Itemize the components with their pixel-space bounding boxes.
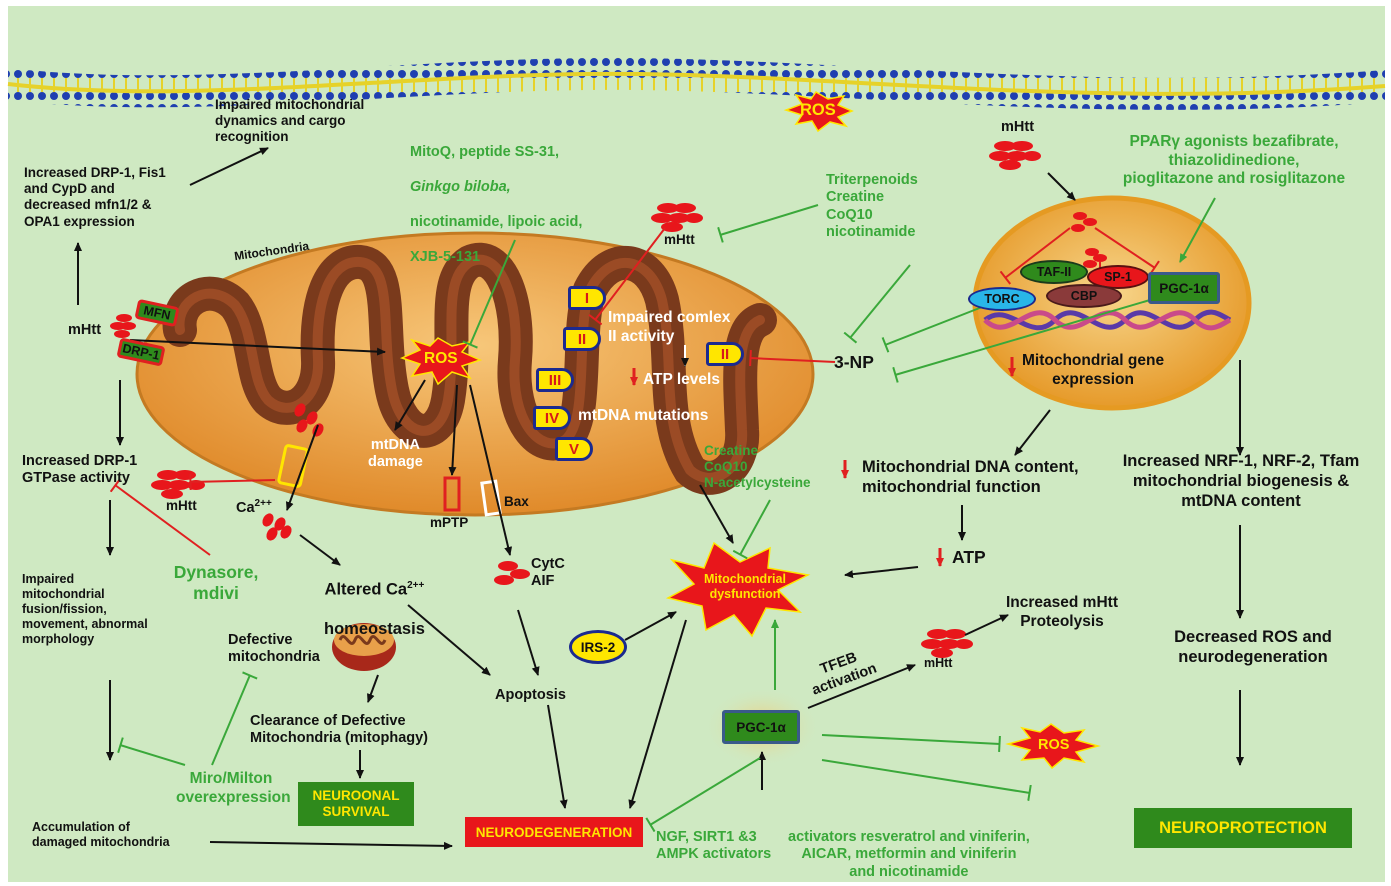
torc-badge: TORC [968, 287, 1036, 311]
mtdna-content-label: Mitochondrial DNA content, mitochondrial… [862, 458, 1079, 498]
pgc1a-bottom-box: PGC-1α [722, 710, 800, 744]
mitoq-line4: XJB-5-131 [410, 249, 582, 266]
mhtt-top-label: mHtt [664, 232, 695, 248]
mhtt-right-label: mHtt [1001, 119, 1034, 136]
irs2-badge: IRS-2 [569, 630, 627, 664]
activators-label: activators resveratrol and viniferin, AI… [788, 829, 1030, 881]
complex-iii: III [536, 368, 574, 392]
increased-nrf-label: Increased NRF-1, NRF-2, Tfam mitochondri… [1106, 452, 1376, 511]
increased-proteolysis-label: Increased mHtt Proteolysis [1006, 594, 1118, 631]
ca-superscript: 2++ [255, 498, 272, 509]
neuroprotection-box: NEUROPROTECTION [1134, 808, 1352, 848]
complex-iv: IV [533, 406, 571, 430]
increased-drp1-fis1-label: Increased DRP-1, Fis1 and CypD and decre… [24, 165, 166, 230]
mitoq-line3: nicotinamide, lipoic acid, [410, 214, 582, 231]
cbp-badge: CBP [1046, 284, 1122, 308]
defective-mito-label: Defective mitochondria [228, 632, 320, 667]
increased-gtpase-label: Increased DRP-1 GTPase activity [22, 453, 137, 488]
mito-dysfunction-label: Mitochondrial dysfunction [692, 572, 798, 602]
ppar-label: PPARγ agonists bezafibrate, thiazolidine… [1099, 133, 1369, 189]
apoptosis-label: Apoptosis [495, 687, 566, 704]
ca-text: Ca [236, 500, 255, 516]
altered-ca-text: Altered Ca [325, 580, 408, 598]
altered-ca-label: Altered Ca2++ homeostasis [324, 560, 425, 640]
mitoq-label: MitoQ, peptide SS-31, Ginkgo biloba, nic… [410, 127, 582, 284]
mitoq-line2: Ginkgo biloba, [410, 179, 582, 196]
impaired-complex-label: Impaired comlex II activity [608, 309, 730, 346]
creatine-nac-label: Creatine CoQ10 N-acetylcysteine [704, 443, 811, 492]
neurodegeneration-box: NEURODEGENERATION [465, 817, 643, 847]
mtdna-mutations-label: mtDNA mutations [578, 407, 708, 426]
decreased-ros-label: Decreased ROS and neurodegeneration [1158, 628, 1348, 668]
ngf-label: NGF, SIRT1 &3 AMPK activators [656, 829, 771, 864]
clearance-label: Clearance of Defective Mitochondria (mit… [250, 713, 428, 748]
ros-mito-label: ROS [424, 350, 458, 369]
dynasore-label: Dynasore, mdivi [166, 562, 266, 604]
mptp-label: mPTP [430, 515, 468, 531]
mhtt-left-label: mHtt [68, 322, 101, 339]
impaired-dynamics-label: Impaired mitochondrial dynamics and carg… [215, 97, 364, 146]
cytc-aif-label: CytC AIF [531, 556, 565, 591]
ros-bottom-label: ROS [1038, 737, 1069, 754]
complex-ii: II [563, 327, 601, 351]
accumulation-label: Accumulation of damaged mitochondria [32, 820, 170, 850]
taf2-badge: TAF-II [1020, 260, 1088, 284]
mito-gene-expr-label: Mitochondrial gene expression [1022, 352, 1164, 389]
mitoq-line1: MitoQ, peptide SS-31, [410, 144, 582, 161]
three-np-label: 3-NP [834, 352, 874, 373]
altered-ca-superscript: 2++ [407, 580, 424, 591]
ros-top-label: ROS [800, 101, 836, 121]
impaired-fusion-label: Impaired mitochondrial fusion/fission, m… [22, 572, 148, 647]
mtdna-damage-label: mtDNA damage [368, 437, 423, 472]
miro-milton-label: Miro/Milton overexpression [176, 770, 286, 807]
triterpenoids-label: Triterpenoids Creatine CoQ10 nicotinamid… [826, 172, 918, 242]
complex-v: V [555, 437, 593, 461]
complex-i: I [568, 286, 606, 310]
pgc1a-nucleus-box: PGC-1α [1148, 272, 1220, 304]
atp-levels-label: ATP levels [643, 371, 720, 390]
bax-label: Bax [504, 494, 529, 510]
mhtt-tfeb-label: mHtt [924, 656, 952, 671]
mhtt-ca-label: mHtt [166, 498, 197, 514]
homeostasis-text: homeostasis [324, 620, 425, 638]
ca-label: Ca2++ [236, 498, 272, 517]
neuronal-survival-box: NEUROONAL SURVIVAL [298, 782, 414, 826]
atp-label: ATP [952, 547, 986, 568]
